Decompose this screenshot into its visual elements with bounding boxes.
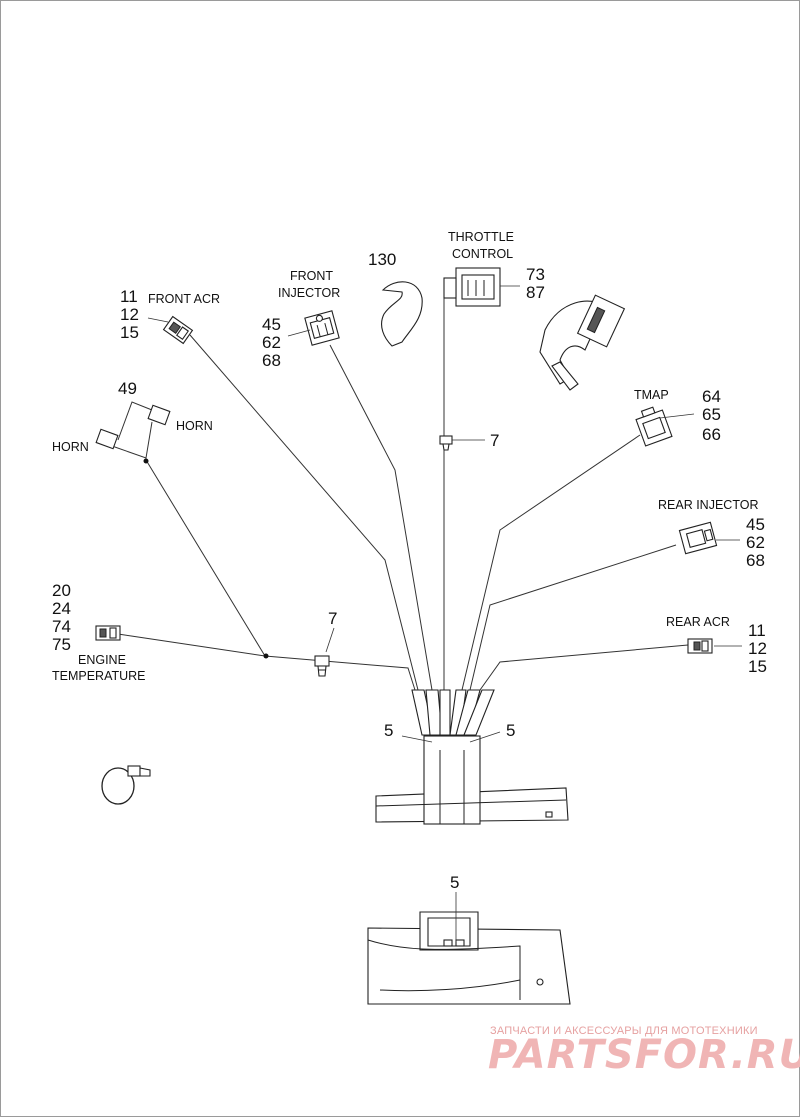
label-throttle-1: THROTTLE <box>448 230 514 244</box>
num-7-mid: 7 <box>328 609 337 628</box>
wire-front-injector <box>329 344 433 691</box>
num-engine-temp-3: 74 <box>52 617 71 636</box>
watermark: ЗАПЧАСТИ И АКСЕССУАРЫ ДЛЯ МОТОТЕХНИКИ PA… <box>488 1025 800 1078</box>
splice-dot <box>263 653 269 659</box>
label-throttle-2: CONTROL <box>452 247 513 261</box>
wire-rear-injector <box>469 544 677 691</box>
wires <box>117 290 689 691</box>
tmap-connector <box>635 406 673 447</box>
num-5-bottom: 5 <box>450 873 459 892</box>
engine-temperature-connector <box>95 625 121 641</box>
num-rear-acr-1: 11 <box>748 621 766 640</box>
num-front-injector-3: 68 <box>262 351 281 370</box>
push-clip-top <box>439 435 453 451</box>
boot-130 <box>381 281 423 347</box>
num-5-left: 5 <box>384 721 393 740</box>
num-engine-temp-1: 20 <box>52 581 71 600</box>
harness-bundle <box>411 689 495 747</box>
num-tmap-3: 66 <box>702 425 721 444</box>
wire-front-acr <box>189 334 419 691</box>
num-engine-temp-4: 75 <box>52 635 71 654</box>
wire-engine-temp <box>117 633 416 691</box>
wire-rear-acr <box>479 644 689 691</box>
num-tmap-2: 65 <box>702 405 721 424</box>
num-front-acr-1: 11 <box>120 287 138 306</box>
num-front-acr-3: 15 <box>120 323 139 342</box>
num-5-right: 5 <box>506 721 515 740</box>
label-horn-right: HORN <box>176 419 213 433</box>
horn-connector-right <box>147 404 171 426</box>
wire-horn <box>145 459 266 657</box>
horn-splice-dot <box>143 458 149 464</box>
num-engine-temp-2: 24 <box>52 599 71 618</box>
label-front-injector-2: INJECTOR <box>278 286 340 300</box>
callout-labels: FRONT ACR 11 12 15 FRONT INJECTOR 45 62 … <box>52 230 767 892</box>
front-acr-connector <box>162 315 194 345</box>
label-front-injector-1: FRONT <box>290 269 333 283</box>
front-injector-connector <box>304 310 340 346</box>
num-130: 130 <box>368 250 396 269</box>
label-tmap: TMAP <box>634 388 669 402</box>
num-rear-acr-3: 15 <box>748 657 767 676</box>
num-front-injector-1: 45 <box>262 315 281 334</box>
label-front-acr: FRONT ACR <box>148 292 220 306</box>
num-7-top: 7 <box>490 431 499 450</box>
label-engine-temperature-1: ENGINE <box>78 653 126 667</box>
horn-pigtail <box>95 401 171 459</box>
label-horn-left: HORN <box>52 440 89 454</box>
num-tmap-1: 64 <box>702 387 721 406</box>
label-rear-acr: REAR ACR <box>666 615 730 629</box>
frame-bracket-upper <box>375 735 569 825</box>
rear-injector-connector <box>678 521 718 555</box>
push-clip-mid <box>314 655 330 677</box>
watermark-brand: PARTSFOR.RU <box>488 1032 800 1078</box>
num-front-injector-2: 62 <box>262 333 281 352</box>
num-throttle-1: 73 <box>526 265 545 284</box>
num-rear-injector-3: 68 <box>746 551 765 570</box>
num-rear-injector-2: 62 <box>746 533 765 552</box>
throttle-control-connector <box>443 267 501 307</box>
num-49: 49 <box>118 379 137 398</box>
label-engine-temperature-2: TEMPERATURE <box>52 669 146 683</box>
num-throttle-2: 87 <box>526 283 545 302</box>
watermark-caption: ЗАПЧАСТИ И АКСЕССУАРЫ ДЛЯ МОТОТЕХНИКИ <box>490 1025 758 1037</box>
rear-acr-connector <box>687 638 713 654</box>
label-rear-injector: REAR INJECTOR <box>658 498 758 512</box>
wire-tmap <box>461 434 641 691</box>
loose-tie-clip <box>101 765 151 805</box>
num-rear-injector-1: 45 <box>746 515 765 534</box>
horn-connector-left <box>95 428 119 450</box>
leader-lines <box>147 285 742 942</box>
num-rear-acr-2: 12 <box>748 639 767 658</box>
elbow-connector <box>539 294 626 391</box>
frame-bracket-lower <box>367 911 571 1005</box>
num-front-acr-2: 12 <box>120 305 139 324</box>
